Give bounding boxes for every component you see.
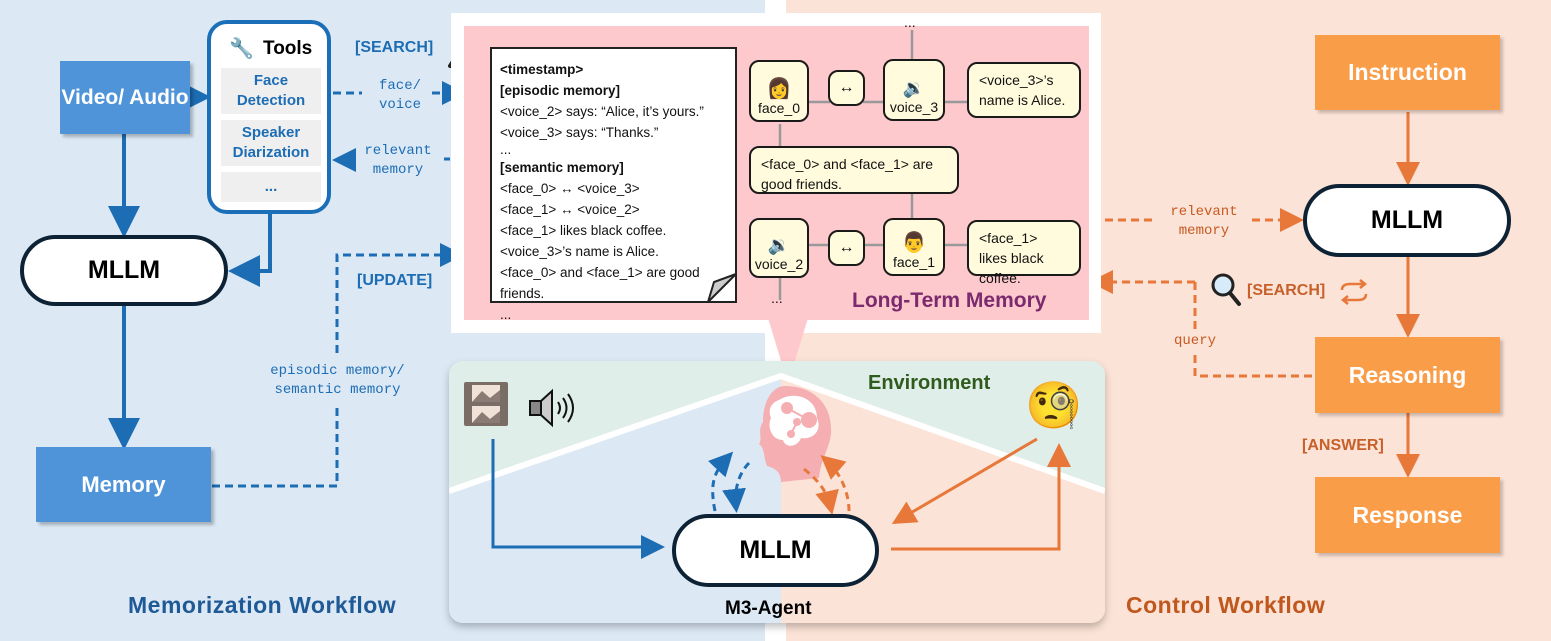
note-line: <voice_2> says: “Alice, it’s yours.” (500, 104, 704, 119)
man-face-icon: 👨 (901, 232, 927, 254)
agent-mllm: MLLM (672, 514, 879, 587)
node-face-1-label: face_1 (892, 254, 936, 270)
brain-head-icon (759, 386, 832, 482)
node-face-0-label: face_0 (757, 100, 801, 116)
link-face0-voice3: ↔ (828, 70, 865, 106)
node-face-1: 👨 face_1 (883, 218, 945, 276)
note-line: <voice_3> says: “Thanks.” (500, 125, 659, 140)
note-line: ... (500, 142, 512, 157)
tools-panel: 🔧 Tools Face Detection Speaker Diarizati… (207, 20, 331, 214)
note-line: <face_1> ↔ <voice_2> (500, 202, 640, 217)
magnifier-icon (1211, 273, 1241, 306)
control-relevant-memory-label: relevant memory (1170, 204, 1238, 239)
long-term-memory-title: Long-Term Memory (852, 289, 1047, 312)
fact-node-friends: <face_0> and <face_1> are good friends. (749, 146, 959, 194)
node-face-0: 👩 face_0 (749, 60, 809, 122)
node-voice-3-label: voice_3 (889, 99, 939, 115)
speaker-icon: 🔉 (767, 235, 791, 255)
answer-tag: [ANSWER] (1302, 437, 1384, 454)
tool-speaker-diarization: Speaker Diarization (221, 120, 321, 166)
instruction-box: Instruction (1315, 35, 1500, 110)
memorization-workflow-title: Memorization Workflow (128, 592, 397, 618)
memory-note: <timestamp> [episodic memory] <voice_2> … (490, 47, 737, 322)
note-line: ... (500, 307, 512, 322)
ltm-callout-pointer (768, 318, 808, 384)
update-tag: [UPDATE] (357, 272, 433, 289)
agent-arrows (491, 437, 1071, 559)
note-line: <face_1> likes black coffee. (500, 223, 667, 238)
control-workflow-title: Control Workflow (1126, 592, 1326, 618)
environment-label: Environment (868, 372, 991, 394)
node-voice-3: 🔉 voice_3 (883, 59, 945, 121)
search-tag-control: [SEARCH] (1247, 282, 1326, 299)
query-label: query (1173, 333, 1216, 349)
note-line: <face_0> and <face_1> are good friends. (500, 265, 700, 301)
memorization-mllm: MLLM (20, 235, 228, 306)
tool-more: ... (221, 172, 321, 202)
agent-name: M3-Agent (725, 598, 812, 619)
note-semantic-header: [semantic memory] (500, 160, 624, 175)
arrow-query-c (1193, 355, 1315, 378)
response-box: Response (1315, 477, 1500, 553)
note-line: <face_0> ↔ <voice_3> (500, 181, 640, 196)
note-timestamp: <timestamp> (500, 62, 584, 77)
memory-box: Memory (36, 447, 211, 522)
graph-ellipsis-top: ... (904, 14, 916, 30)
memory-graph-edges (778, 30, 967, 300)
search-tag-memorization: [SEARCH] (355, 39, 434, 56)
graph-ellipsis-bottom: ... (771, 290, 783, 306)
note-episodic-header: [episodic memory] (500, 83, 621, 98)
note-line: <voice_3>’s name is Alice. (500, 244, 659, 259)
note-folded-corner (707, 273, 737, 303)
node-voice-2-label: voice_2 (754, 256, 804, 272)
fact-node-alice: <voice_3>’s name is Alice. (967, 62, 1081, 118)
relevant-memory-label: relevant memory (364, 143, 432, 178)
control-mllm: MLLM (1303, 184, 1511, 257)
arrow-tools-to-mllm (228, 214, 272, 287)
arrow-memory-update-b (335, 243, 464, 353)
node-voice-2: 🔉 voice_2 (749, 218, 809, 278)
face-voice-label: face/ voice (378, 78, 421, 113)
video-audio-box: Video/ Audio (60, 61, 190, 134)
speaker-icon: 🔉 (902, 78, 926, 98)
link-voice2-face1: ↔ (828, 230, 865, 266)
tools-title: Tools (263, 38, 313, 59)
loop-icon (1340, 279, 1368, 305)
monocle-face-icon: 🧐 (1025, 379, 1083, 431)
woman-face-icon: 👩 (766, 78, 792, 100)
fact-node-coffee: <face_1> likes black coffee. (967, 220, 1081, 286)
film-icon (464, 382, 508, 426)
arrow-memory-update-a (212, 405, 339, 488)
tool-face-detection: Face Detection (221, 68, 321, 114)
speaker-icon (529, 388, 574, 428)
episodic-semantic-label: episodic memory/ semantic memory (270, 363, 405, 398)
reasoning-box: Reasoning (1315, 337, 1500, 413)
wrench-icon: 🔧 (229, 38, 254, 60)
